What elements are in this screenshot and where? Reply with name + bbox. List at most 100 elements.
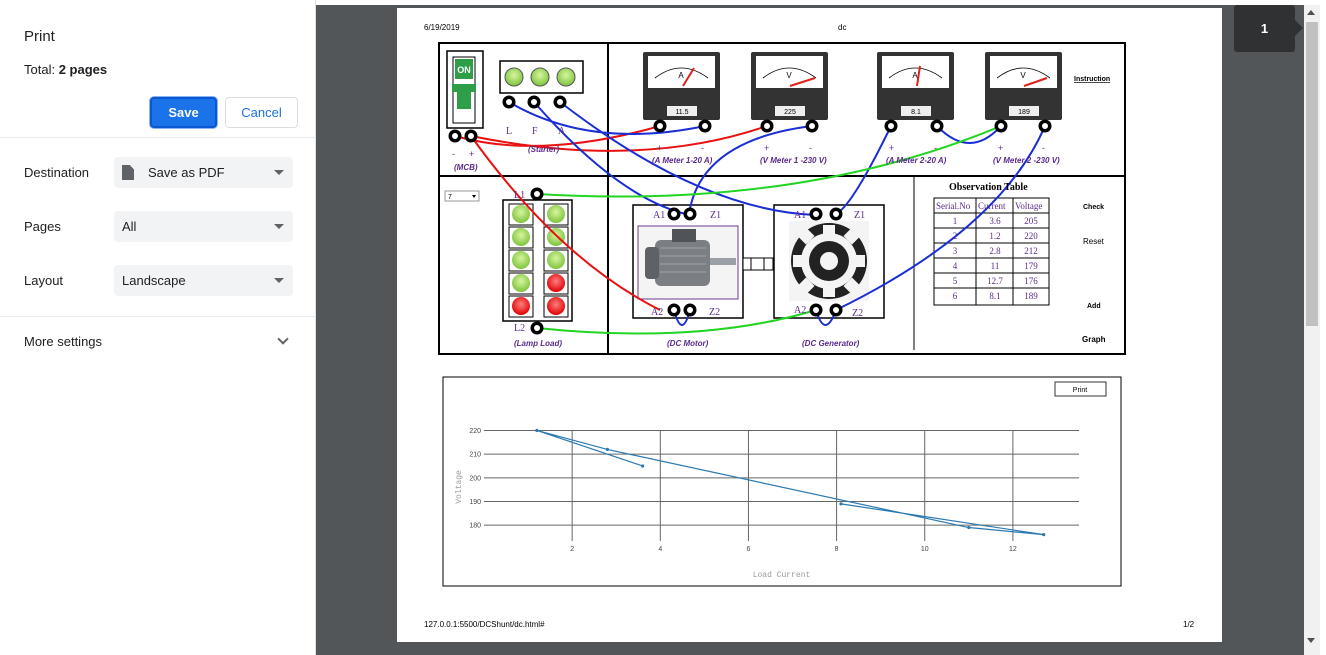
shaft-coupling bbox=[742, 257, 774, 271]
ammeter-2 bbox=[877, 52, 954, 120]
wire-blue bbox=[936, 125, 1002, 144]
x-tick-label: 12 bbox=[1009, 546, 1017, 553]
instruction-link[interactable]: Instruction bbox=[1074, 76, 1110, 83]
y-tick-label: 190 bbox=[469, 499, 481, 506]
data-point bbox=[605, 447, 610, 452]
wire-blue bbox=[835, 125, 1046, 311]
meter-symbol: A bbox=[912, 71, 918, 80]
meter-minus: - bbox=[809, 143, 812, 153]
meter-plus: + bbox=[998, 143, 1003, 153]
graph-panel bbox=[442, 376, 1122, 587]
reset-button[interactable]: Reset bbox=[1083, 237, 1105, 246]
dropdown-arrow-icon bbox=[274, 170, 284, 175]
meter-minus: - bbox=[701, 143, 704, 153]
generator-terminal-a1: A1 bbox=[794, 210, 806, 221]
meter-plus: + bbox=[657, 143, 662, 153]
motor-label: (DC Motor) bbox=[667, 339, 709, 348]
terminal-label-a: A bbox=[558, 126, 566, 137]
layout-select[interactable]: Landscape bbox=[114, 265, 293, 296]
table-cell: 8.1 bbox=[989, 291, 1000, 301]
ammeter-1-label: (A Meter 1-20 A) bbox=[652, 156, 713, 165]
generator-terminal-a2: A2 bbox=[794, 305, 806, 316]
x-axis-label: Load Current bbox=[753, 571, 811, 580]
observation-table bbox=[933, 197, 1050, 306]
print-settings-panel: Print Total: 2 pages Save Cancel Destina… bbox=[0, 0, 316, 655]
dropdown-arrow-icon bbox=[274, 224, 284, 229]
motor-terminal-a1: A1 bbox=[653, 210, 665, 221]
check-button[interactable]: Check bbox=[1083, 204, 1104, 211]
footer-page: 1/2 bbox=[1183, 620, 1195, 629]
generator-terminal-z2: Z2 bbox=[852, 308, 863, 319]
wire-green bbox=[536, 309, 817, 335]
chart-print-button[interactable] bbox=[1054, 381, 1107, 397]
table-cell: 4 bbox=[953, 261, 958, 271]
wire-green bbox=[536, 125, 1002, 198]
terminal-label-l2: L2 bbox=[514, 323, 525, 334]
circuit-frame bbox=[438, 42, 1126, 355]
meter-reading: 11.5 bbox=[675, 109, 688, 116]
motor-terminal-z2: Z2 bbox=[709, 307, 720, 318]
table-cell: 205 bbox=[1024, 216, 1038, 226]
cancel-button[interactable]: Cancel bbox=[225, 97, 298, 128]
lamp-count-select[interactable] bbox=[444, 190, 480, 202]
voltmeter-1 bbox=[751, 52, 828, 120]
layout-label: Layout bbox=[24, 273, 64, 288]
y-tick-label: 220 bbox=[469, 428, 481, 435]
mcb-switch[interactable] bbox=[455, 59, 473, 79]
wire-blue bbox=[559, 101, 816, 216]
dropdown-arrow-icon bbox=[274, 278, 284, 283]
meter-reading: 8.1 bbox=[911, 109, 921, 116]
motor-icon bbox=[645, 229, 736, 286]
motor-terminal-a2: A2 bbox=[651, 307, 663, 318]
mcb-label: (MCB) bbox=[454, 163, 478, 172]
header-title: dc bbox=[838, 23, 847, 32]
total-pages: Total: 2 pages bbox=[24, 62, 107, 77]
page-number-badge: 1 bbox=[1234, 5, 1295, 52]
motor-terminal-z1: Z1 bbox=[710, 210, 721, 221]
destination-label: Destination bbox=[24, 165, 90, 180]
page-badge-pointer bbox=[1295, 20, 1303, 36]
save-button[interactable]: Save bbox=[150, 97, 217, 128]
scrollbar-thumb[interactable] bbox=[1306, 22, 1318, 326]
x-tick-label: 4 bbox=[658, 546, 662, 553]
scroll-down-arrow-icon[interactable] bbox=[1307, 638, 1315, 643]
x-tick-label: 6 bbox=[746, 546, 750, 553]
window-top-strip bbox=[0, 0, 1326, 5]
header-date: 6/19/2019 bbox=[424, 23, 460, 32]
meter-minus: - bbox=[934, 143, 937, 153]
starter-lamp bbox=[556, 67, 576, 87]
total-value: 2 pages bbox=[58, 62, 108, 77]
voltmeter-2-label: (V Meter 2 -230 V) bbox=[993, 156, 1060, 165]
graph-button[interactable]: Graph bbox=[1082, 335, 1106, 344]
voltmeter-1-label: (V Meter 1 -230 V) bbox=[760, 156, 827, 165]
data-point bbox=[641, 464, 645, 468]
scroll-up-arrow-icon[interactable] bbox=[1307, 10, 1315, 15]
table-cell: 3.6 bbox=[989, 216, 1001, 226]
terminal-label-l: L bbox=[506, 126, 512, 137]
lamp-grid bbox=[508, 203, 569, 318]
data-point bbox=[1042, 533, 1046, 537]
starter-lamp bbox=[504, 67, 524, 87]
data-point bbox=[535, 428, 539, 433]
print-title: Print bbox=[24, 28, 55, 45]
meter-plus: + bbox=[764, 143, 769, 153]
x-tick-label: 8 bbox=[835, 546, 839, 553]
destination-select[interactable]: Save as PDF bbox=[114, 157, 293, 188]
pages-select[interactable]: All bbox=[114, 211, 293, 242]
starter-label: (Starter) bbox=[528, 145, 559, 154]
table-header-voltage: Voltage bbox=[1015, 201, 1042, 211]
mcb-plus: + bbox=[469, 149, 474, 159]
layout-value: Landscape bbox=[122, 273, 186, 288]
document-icon bbox=[122, 165, 134, 180]
table-cell: 2.8 bbox=[989, 246, 1001, 256]
wire-blue bbox=[688, 125, 813, 215]
data-point bbox=[967, 525, 971, 530]
starter-lamp bbox=[530, 67, 550, 87]
add-button[interactable]: Add bbox=[1087, 303, 1101, 310]
more-settings-toggle[interactable]: More settings bbox=[24, 334, 103, 349]
terminal-label-f: F bbox=[532, 126, 538, 137]
mcb-lever[interactable] bbox=[452, 84, 476, 92]
mcb-lever-stem bbox=[457, 92, 471, 109]
